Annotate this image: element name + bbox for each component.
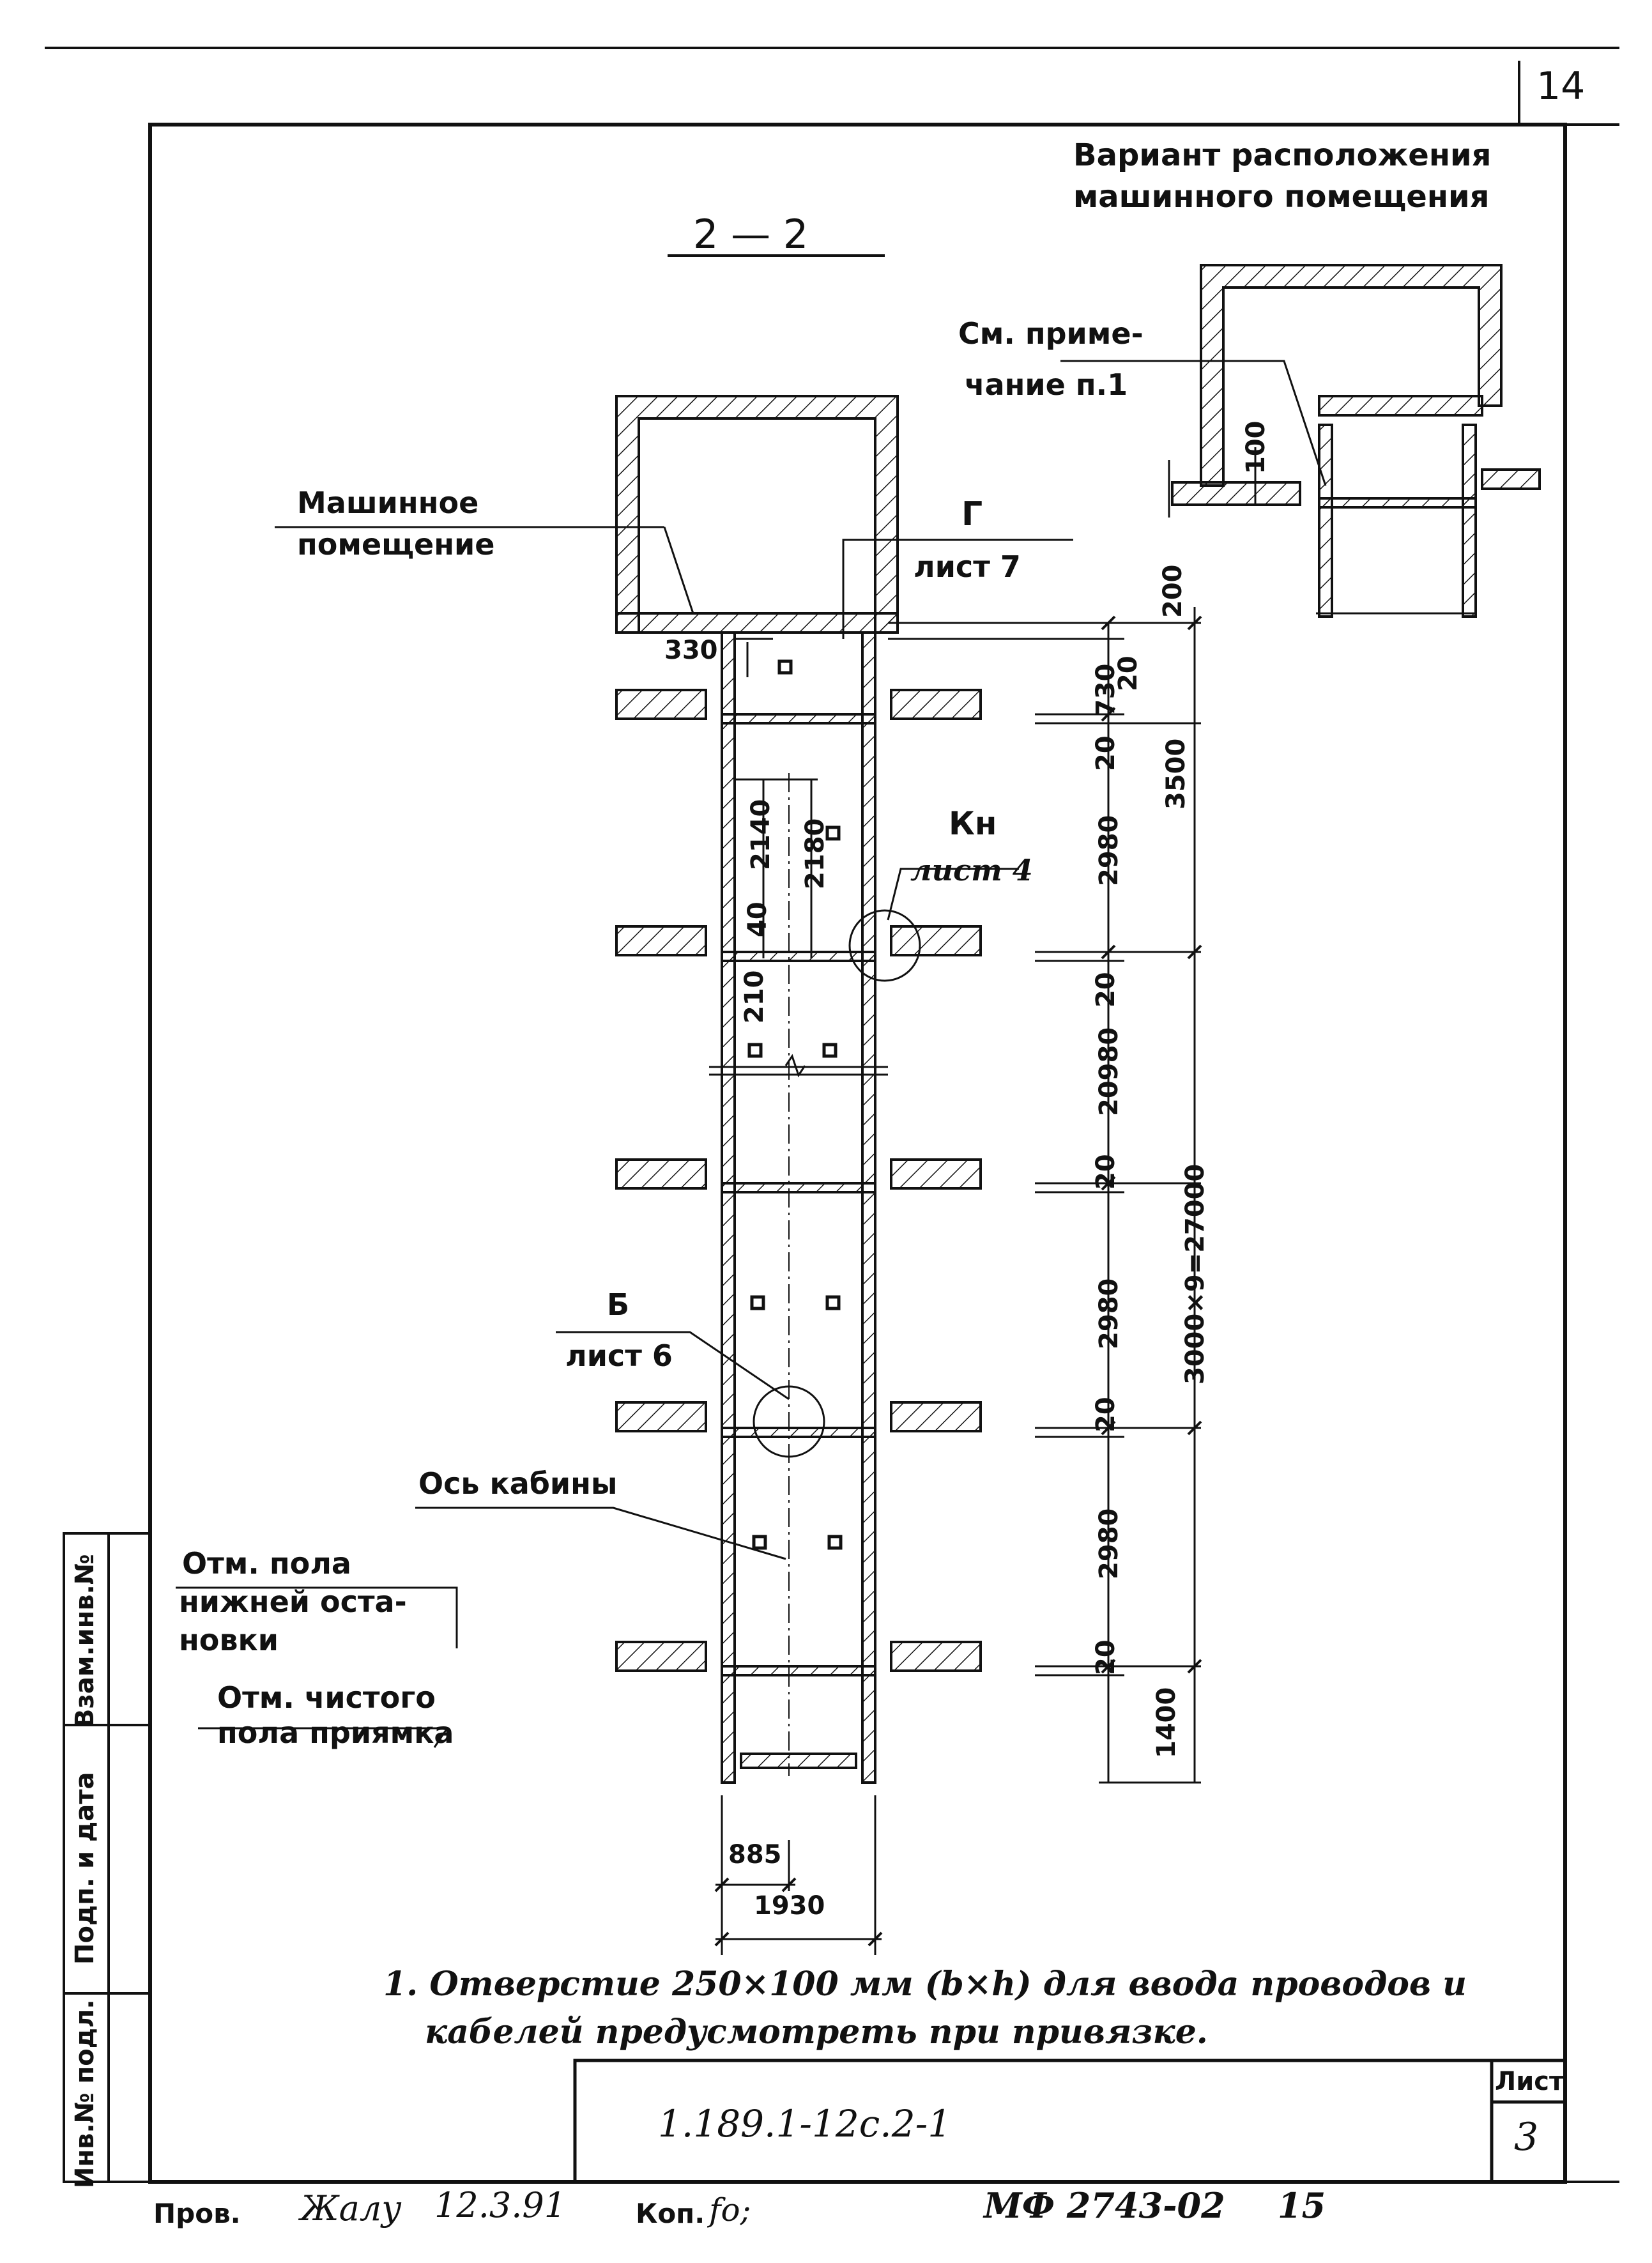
variant-room <box>1171 264 1541 618</box>
footer-kop-label: Коп. <box>636 2198 705 2229</box>
dim-20-c: 20 <box>1091 972 1120 1008</box>
dim-1400: 1400 <box>1152 1687 1181 1758</box>
callout-kn-sheet: лист 4 <box>910 853 1033 887</box>
sheet-frame <box>45 47 1619 2184</box>
opening-markers <box>747 659 843 1550</box>
dim-2980-a: 2980 <box>1094 815 1124 886</box>
callout-g-sheet: лист 7 <box>914 549 1021 584</box>
footer-doc-number: МФ 2743-02 <box>984 2185 1225 2226</box>
machine-room-label-line2: помещение <box>297 527 495 562</box>
dim-210: 210 <box>740 970 769 1024</box>
dim-2140: 2140 <box>746 799 776 870</box>
dimension-lines <box>715 607 1201 1955</box>
variant-note-line1: См. приме- <box>958 316 1143 351</box>
dim-20980: 20980 <box>1094 1027 1124 1116</box>
leader-lines <box>176 526 1073 1748</box>
side-stamp-sign-date: Подп. и дата <box>70 1772 100 1965</box>
side-stamp-frame <box>63 1532 151 2183</box>
dim-20-e: 20 <box>1091 1397 1120 1432</box>
callout-kn-letter: Кн <box>949 805 997 842</box>
section-title: 2 — 2 <box>693 211 809 257</box>
variant-note-line2: чание п.1 <box>965 367 1128 402</box>
dim-27000: 3000×9=27000 <box>1181 1163 1210 1385</box>
dim-20-b: 20 <box>1091 735 1120 771</box>
sheet-corner-number: 14 <box>1536 64 1586 109</box>
variant-dim-100: 100 <box>1241 420 1271 475</box>
dim-885: 885 <box>728 1840 782 1869</box>
lower-stop-label-line1: Отм. пола <box>182 1546 351 1581</box>
side-stamp-inv-no: Инв.№ подл. <box>70 1999 100 2188</box>
footer-kop-sign: fo; <box>709 2191 751 2228</box>
dim-20-f: 20 <box>1091 1639 1120 1675</box>
dim-2180: 2180 <box>800 818 830 889</box>
footer-prov-label: Пров. <box>153 2198 241 2229</box>
callout-g-letter: Г <box>961 495 983 533</box>
footer-page-number: 15 <box>1278 2185 1326 2226</box>
callout-b-sheet: лист 6 <box>565 1339 673 1373</box>
floor-slabs <box>615 689 982 1769</box>
dim-1930: 1930 <box>754 1891 825 1921</box>
dim-20-d: 20 <box>1091 1154 1120 1190</box>
footer-signature: Жалу <box>300 2188 402 2228</box>
note-line1: 1. Отверстие 250×100 мм (b×h) для ввода … <box>383 1965 1467 2004</box>
machine-room-label-line1: Машинное <box>297 486 479 520</box>
sheet-number: 3 <box>1514 2115 1539 2159</box>
sheet-label: Лист <box>1495 2067 1564 2096</box>
note-line2: кабелей предусмотреть при привязке. <box>425 2013 1208 2052</box>
variant-title-line2: машинного помещения <box>1073 179 1490 215</box>
dimension-ticks <box>714 615 1202 1947</box>
machine-room <box>615 395 899 634</box>
callout-b-letter: Б <box>607 1287 630 1322</box>
dim-200: 200 <box>1158 564 1188 618</box>
lower-stop-label-line2: нижней оста- <box>179 1584 407 1619</box>
cabin-axis-label: Ось кабины <box>418 1466 618 1501</box>
variant-leaders <box>1060 360 1476 615</box>
variant-title-line1: Вариант расположения <box>1073 137 1492 173</box>
side-stamp-replacement: Взам.инв.№ <box>70 1554 100 1728</box>
document-code: 1.189.1-12с.2-1 <box>658 2102 952 2145</box>
dim-3500: 3500 <box>1161 738 1191 809</box>
dim-2980-c: 2980 <box>1094 1508 1124 1579</box>
dim-2980-b: 2980 <box>1094 1278 1124 1349</box>
pit-floor-label-line2: пола приямка <box>217 1715 454 1750</box>
dim-730: 730 <box>1091 663 1120 717</box>
dim-40: 40 <box>743 901 772 937</box>
dim-330: 330 <box>664 636 718 665</box>
footer-date: 12.3.91 <box>434 2185 567 2225</box>
title-block-frame <box>573 2059 1567 2184</box>
lower-stop-label-line3: новки <box>179 1623 279 1657</box>
shaft-walls <box>721 631 876 1784</box>
pit-floor-label-line1: Отм. чистого <box>217 1680 436 1715</box>
